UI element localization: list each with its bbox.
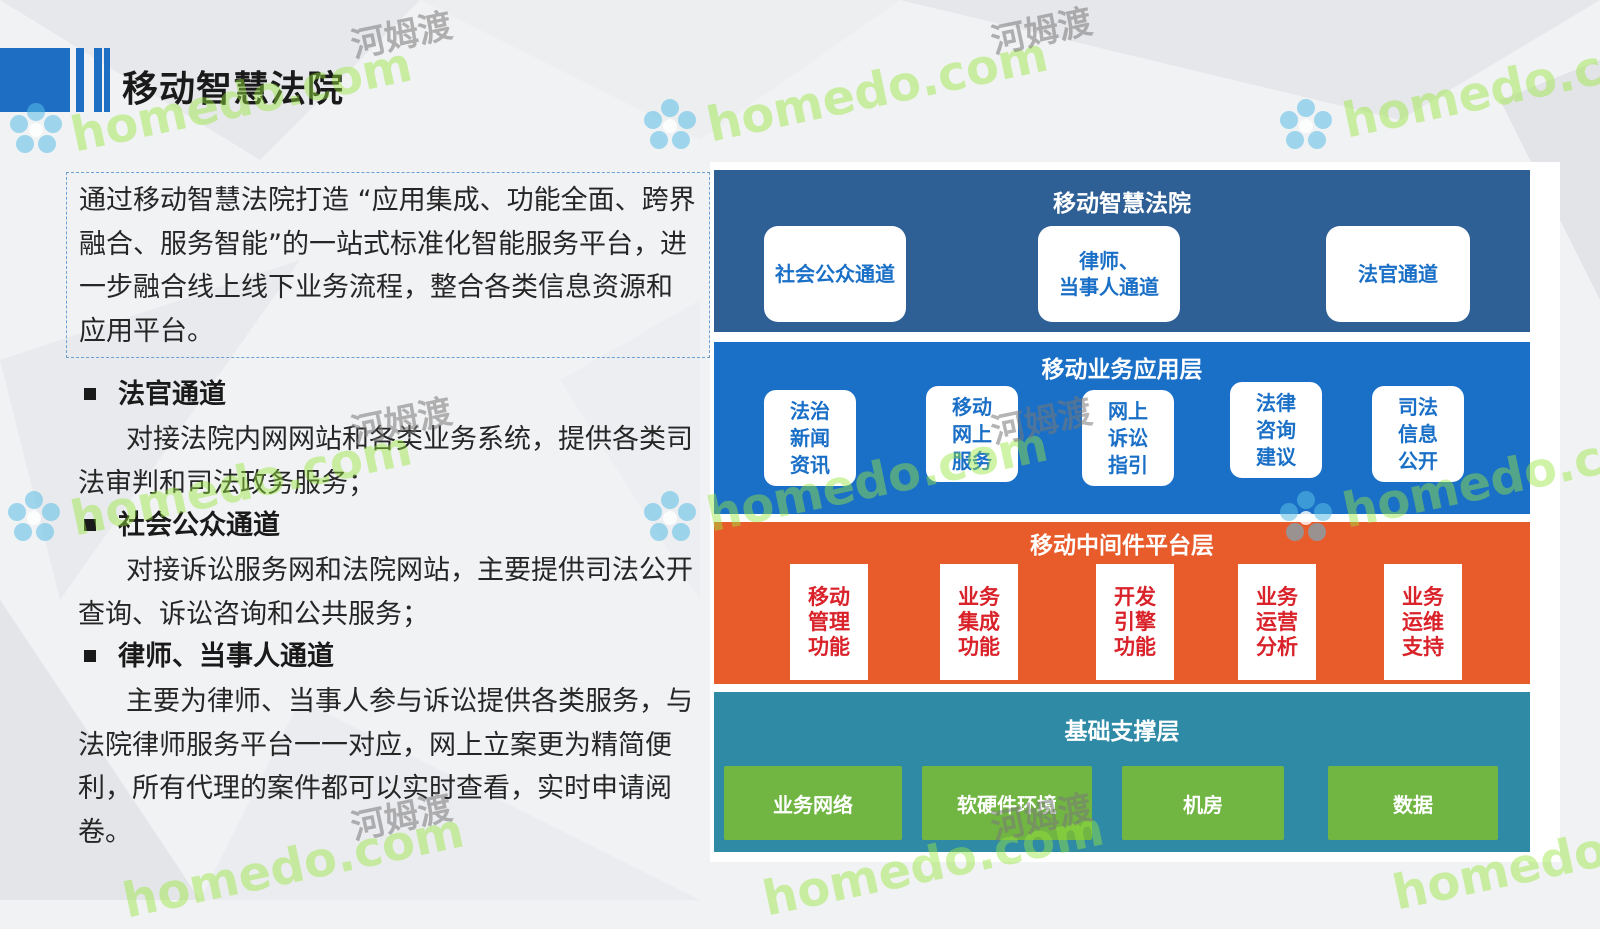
watermark-flower-icon (8, 491, 60, 541)
watermark-flower-icon (1280, 491, 1332, 541)
square-bullet-icon (84, 518, 96, 531)
layer-title: 移动智慧法院 (1053, 191, 1191, 217)
bullet-heading-text: 社会公众通道 (118, 510, 280, 541)
title-accent-block (0, 48, 70, 112)
architecture-diagram: 移动智慧法院 社会公众通道 律师、 当事人通道 法官通道 移动业务应用层 法治 … (710, 162, 1560, 862)
square-bullet-icon (84, 649, 96, 662)
bullet-heading: 律师、当事人通道 (78, 636, 698, 680)
bullet-heading-text: 律师、当事人通道 (118, 641, 334, 672)
app-box: 法律 咨询 建议 (1230, 382, 1322, 478)
watermark-flower-icon (644, 99, 696, 149)
middleware-box: 开发 引擎 功能 (1096, 564, 1174, 680)
bullet-item: 法官通道 对接法院内网网站和各类业务系统，提供各类司法审判和司法政务服务； (78, 374, 698, 505)
middleware-box: 业务 集成 功能 (940, 564, 1018, 680)
app-box: 网上 诉讼 指引 (1082, 390, 1174, 486)
background-facets (0, 0, 1600, 900)
title-accent-stripe (104, 48, 110, 112)
middleware-box: 业务 运维 支持 (1384, 564, 1462, 680)
app-box: 司法 信息 公开 (1372, 386, 1464, 482)
intro-text: 通过移动智慧法院打造 “应用集成、功能全面、跨界融合、服务智能”的一站式标准化智… (79, 185, 696, 347)
layer-title: 基础支撑层 (1064, 719, 1180, 745)
title-accent-stripe (94, 48, 102, 112)
layer-mobile-app: 移动业务应用层 法治 新闻 资讯 移动 网上 服务 网上 诉讼 指引 法律 咨询… (714, 342, 1530, 514)
layer-title: 移动中间件平台层 (1030, 533, 1214, 559)
bullet-body: 主要为律师、当事人参与诉讼提供各类服务，与法院律师服务平台一一对应，网上立案更为… (78, 686, 693, 848)
bullet-heading: 法官通道 (78, 374, 698, 418)
channel-box: 社会公众通道 (764, 226, 906, 322)
bullet-body: 对接诉讼服务网和法院网站，主要提供司法公开查询、诉讼咨询和公共服务； (78, 555, 693, 630)
infra-box: 软硬件环境 (922, 766, 1092, 840)
title-accent-stripe (76, 48, 84, 112)
bullet-heading-text: 法官通道 (118, 379, 226, 410)
channel-box: 律师、 当事人通道 (1038, 226, 1180, 322)
bullet-list: 法官通道 对接法院内网网站和各类业务系统，提供各类司法审判和司法政务服务； 社会… (78, 374, 698, 854)
square-bullet-icon (84, 387, 96, 400)
intro-text-box: 通过移动智慧法院打造 “应用集成、功能全面、跨界融合、服务智能”的一站式标准化智… (66, 172, 710, 358)
infra-box: 数据 (1328, 766, 1498, 840)
watermark-flower-icon (644, 491, 696, 541)
bullet-heading: 社会公众通道 (78, 505, 698, 549)
channel-box: 法官通道 (1326, 226, 1470, 322)
page-title: 移动智慧法院 (122, 69, 345, 110)
watermark-flower-icon (1280, 99, 1332, 149)
app-box: 移动 网上 服务 (926, 386, 1018, 482)
infra-box: 机房 (1122, 766, 1284, 840)
bullet-body: 对接法院内网网站和各类业务系统，提供各类司法审判和司法政务服务； (78, 424, 693, 499)
layer-infrastructure: 基础支撑层 业务网络 软硬件环境 机房 数据 (714, 692, 1530, 852)
layer-middleware: 移动中间件平台层 移动 管理 功能 业务 集成 功能 开发 引擎 功能 业务 运… (714, 522, 1530, 684)
bullet-item: 社会公众通道 对接诉讼服务网和法院网站，主要提供司法公开查询、诉讼咨询和公共服务… (78, 505, 698, 636)
bullet-item: 律师、当事人通道 主要为律师、当事人参与诉讼提供各类服务，与法院律师服务平台一一… (78, 636, 698, 854)
app-box: 法治 新闻 资讯 (764, 390, 856, 486)
middleware-box: 业务 运营 分析 (1238, 564, 1316, 680)
infra-box: 业务网络 (724, 766, 902, 840)
middleware-box: 移动 管理 功能 (790, 564, 868, 680)
layer-title: 移动业务应用层 (1041, 357, 1203, 383)
layer-mobile-court: 移动智慧法院 社会公众通道 律师、 当事人通道 法官通道 (714, 170, 1530, 332)
watermark-flower-icon (10, 103, 62, 153)
